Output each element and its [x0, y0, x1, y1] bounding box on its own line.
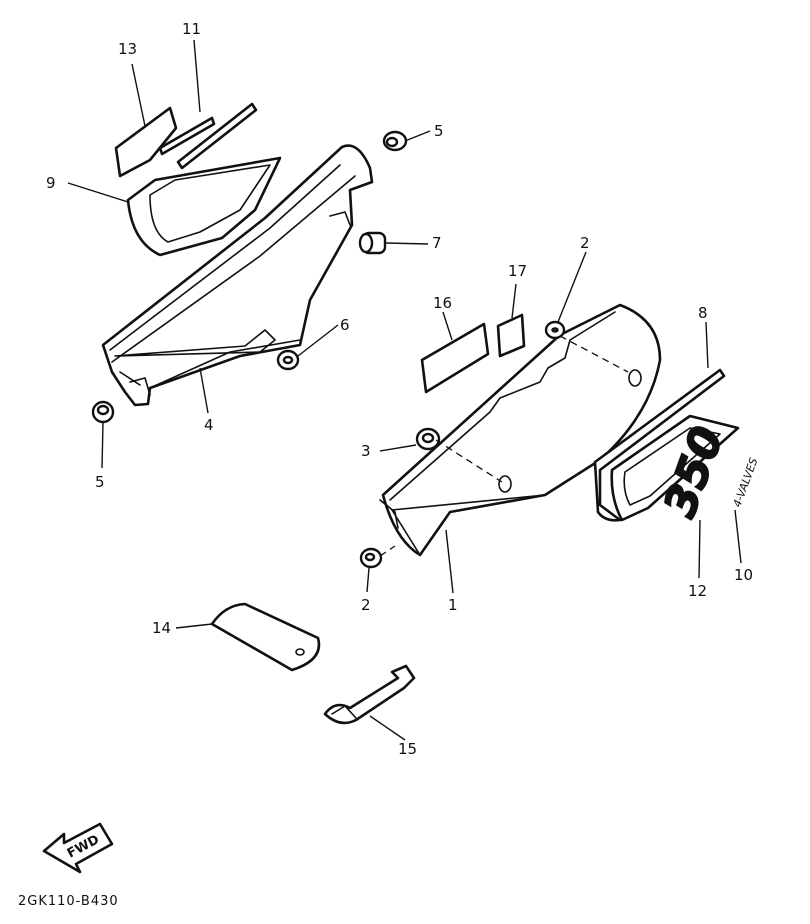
label-1: 1	[448, 596, 458, 614]
decal-13	[114, 106, 178, 178]
decal-9	[126, 156, 282, 257]
strap-15	[323, 664, 416, 725]
label-14: 14	[152, 619, 171, 637]
grommet-5-bottom	[91, 400, 115, 424]
label-3: 3	[361, 442, 371, 460]
label-13: 13	[118, 40, 137, 58]
label-15: 15	[398, 740, 417, 758]
alignment-line	[435, 439, 503, 483]
label-12: 12	[688, 582, 707, 600]
drawing-code: 2GK110-B430	[18, 894, 119, 909]
label-5-top: 5	[434, 122, 444, 140]
collar-7	[358, 231, 387, 255]
label-11: 11	[182, 20, 201, 38]
alignment-line	[379, 545, 396, 557]
side-cover-bracket	[101, 144, 374, 407]
grommet-2-top	[544, 320, 566, 340]
emblem-text: 4-VALVES	[731, 456, 761, 509]
grommet-6	[276, 349, 300, 371]
label-9: 9	[46, 174, 56, 192]
label-5-bottom: 5	[95, 473, 105, 491]
leader-lines	[67, 39, 742, 741]
label-4: 4	[204, 416, 214, 434]
grommet-3	[415, 427, 441, 451]
label-16: 16	[433, 294, 452, 312]
label-17: 17	[508, 262, 527, 280]
label-7: 7	[432, 234, 442, 252]
fwd-arrow: FWD	[42, 822, 114, 874]
label-6: 6	[340, 316, 350, 334]
decal-16	[420, 322, 490, 394]
decal-8	[593, 368, 740, 522]
side-cover-1	[379, 303, 662, 557]
alignment-line	[559, 335, 629, 373]
label-2-bottom: 2	[361, 596, 371, 614]
label-8: 8	[698, 304, 708, 322]
grommet-5-top	[382, 130, 408, 152]
part-labels: 13 11 9 5 7 6 4 5 2 17 16 8 3 2 1 12 10 …	[46, 20, 753, 758]
label-2-top: 2	[580, 234, 590, 252]
grommet-2-bottom	[359, 547, 383, 569]
label-10: 10	[734, 566, 753, 584]
stripe-11	[158, 102, 258, 170]
decal-17	[496, 313, 526, 358]
tool-bag-14	[210, 602, 321, 672]
